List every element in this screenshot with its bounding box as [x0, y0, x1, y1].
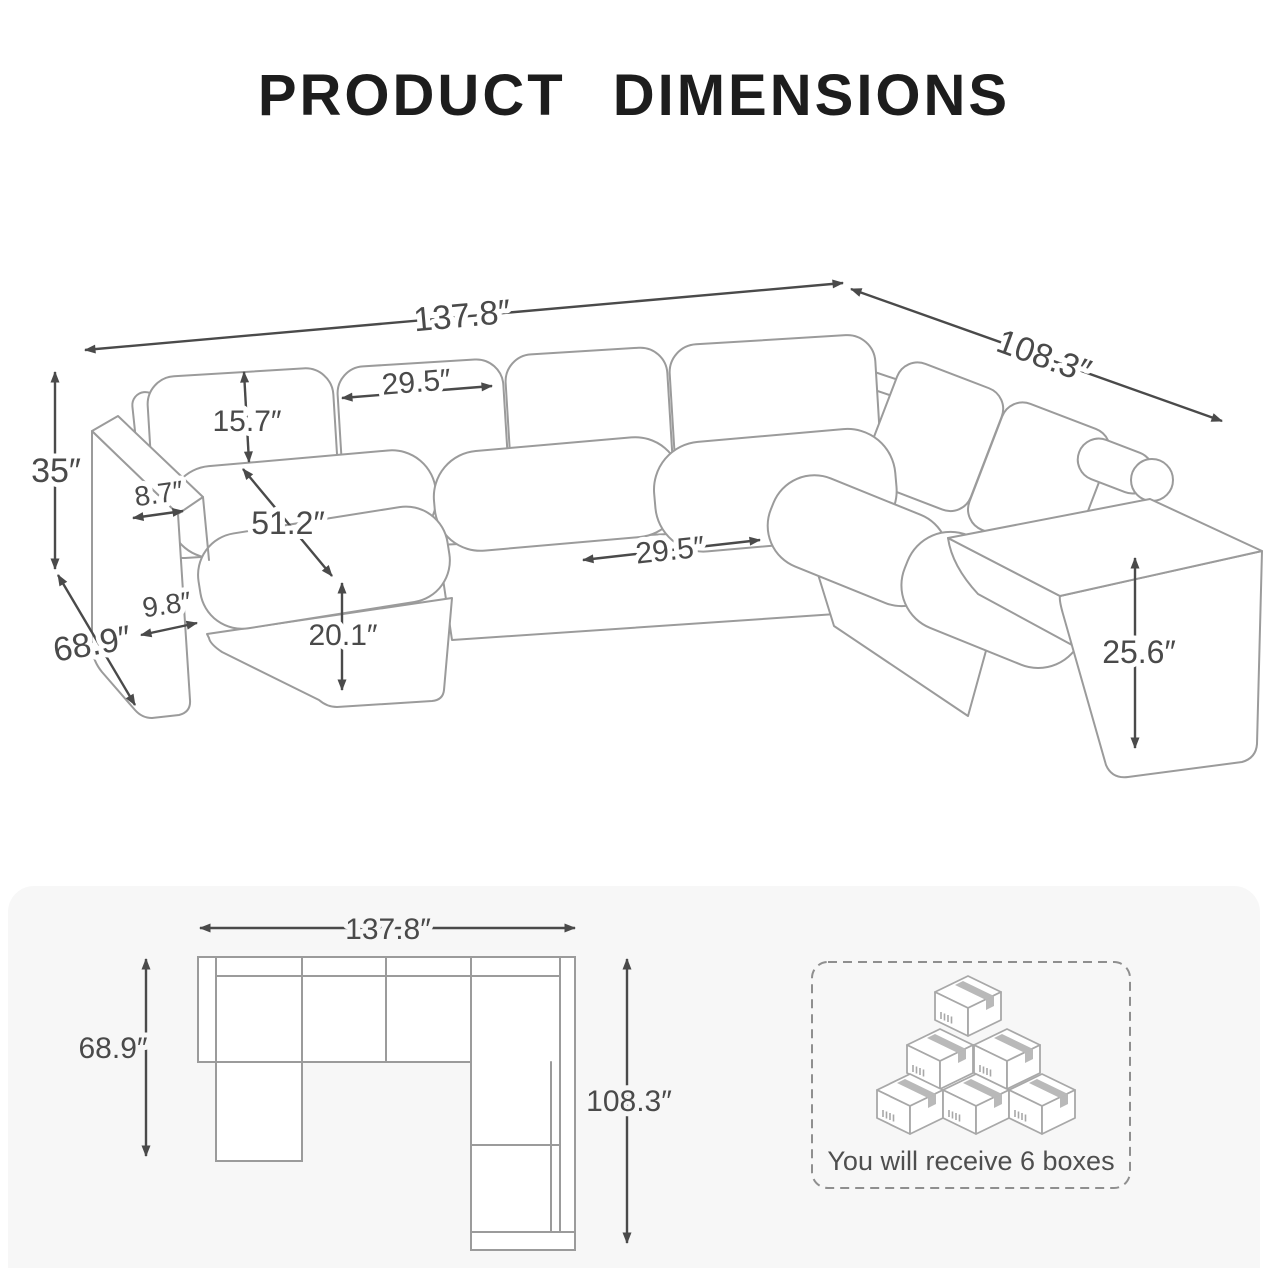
plan-dimension-left-depth: 68.9″	[73, 958, 153, 1157]
floor-plan-top-view	[197, 956, 576, 1251]
sofa-perspective-drawing: 137.8″ 108.3″ 35″ 68.9″ 8.7″ 9.8″ 15.7″	[26, 279, 1263, 779]
dimension-label: 51.2″	[251, 505, 325, 541]
right-armrest	[947, 498, 1263, 779]
dimension-label: 35″	[31, 452, 81, 490]
dimension-label: 137.8″	[412, 293, 512, 340]
plan-dimension-right-depth: 108.3″	[581, 958, 677, 1244]
dimension-ottoman-height: 20.1″	[303, 582, 383, 691]
shipping-info-card: You will receive 6 boxes	[811, 961, 1131, 1189]
bottom-info-panel: 137.8″ 68.9″ 108.3″	[8, 886, 1260, 1268]
dimension-overall-height: 35″	[26, 371, 86, 570]
floor-plan-and-shipping: 137.8″ 68.9″ 108.3″	[73, 908, 1131, 1251]
shipping-note: You will receive 6 boxes	[827, 1146, 1114, 1176]
dimension-back-cushion-width: 29.5″	[341, 358, 493, 407]
dimension-label: 137.8″	[345, 913, 431, 946]
dimension-armrest-height: 25.6″	[1097, 557, 1181, 749]
page-title: PRODUCT DIMENSIONS	[257, 63, 1011, 128]
dimension-label: 15.7″	[212, 405, 281, 438]
dimension-total-width: 137.8″	[84, 279, 844, 354]
dimension-back-cushion-height: 15.7″	[207, 371, 287, 463]
dimension-label: 9.8″	[140, 586, 193, 624]
dimension-label: 108.3″	[992, 322, 1096, 391]
bolster-pillow	[1076, 437, 1174, 502]
dimension-label: 25.6″	[1102, 634, 1176, 670]
dimension-chaise-length: 51.2″	[242, 468, 333, 577]
dimension-label: 29.5″	[381, 363, 453, 401]
dimension-label: 108.3″	[586, 1085, 672, 1118]
dimension-label: 68.9″	[78, 1032, 147, 1065]
plan-dimension-width: 137.8″	[199, 908, 576, 951]
dimension-label: 20.1″	[308, 619, 377, 652]
stacked-boxes-icon	[876, 975, 1076, 1135]
dimension-armrest-bottom-width: 9.8″	[135, 581, 198, 638]
